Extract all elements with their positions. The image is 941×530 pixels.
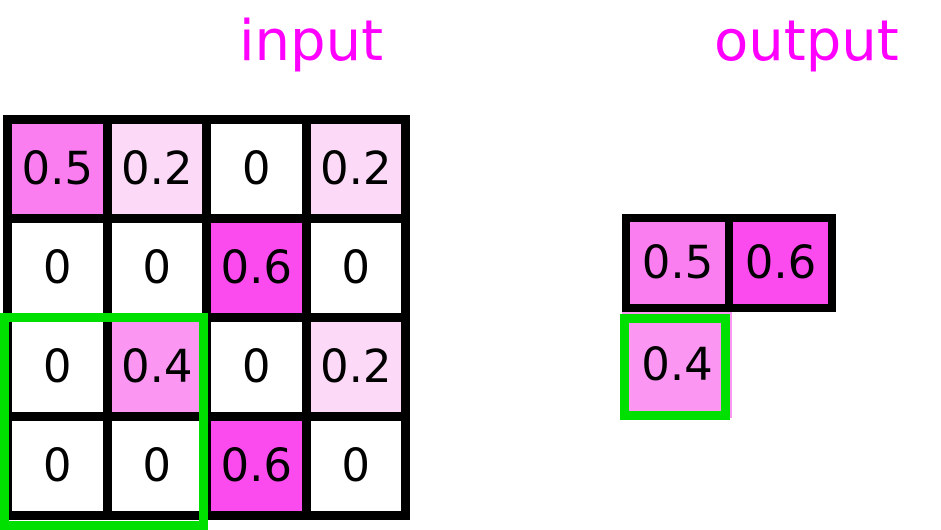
input-grid: 0.5 0.2 0 0.2 0 0 0.6 0 0 0.4 0 0.2 0 0 0.6 0 (3, 115, 410, 520)
output-row-top: 0.5 0.6 (622, 214, 836, 312)
grid-cell: 0.5 (630, 222, 725, 304)
grid-cell: 0.2 (111, 124, 202, 214)
cell-value: 0 (241, 339, 271, 393)
cell-value: 0.6 (220, 240, 293, 294)
cell-value: 0.5 (21, 141, 94, 195)
grid-cell: 0 (12, 322, 103, 412)
cell-value: 0 (341, 240, 371, 294)
grid-cell: 0.6 (211, 421, 302, 511)
cell-value: 0.6 (220, 438, 293, 492)
cell-value: 0.2 (120, 141, 193, 195)
grid-cell: 0.4 (111, 322, 202, 412)
grid-cell: 0.6 (733, 222, 828, 304)
grid-cell: 0.5 (12, 124, 103, 214)
cell-value: 0 (142, 240, 172, 294)
cell-value: 0.2 (319, 141, 392, 195)
grid-cell: 0 (111, 421, 202, 511)
cell-value: 0.4 (120, 339, 193, 393)
grid-cell: 0.6 (211, 223, 302, 313)
grid-cell: 0.4 (622, 312, 732, 418)
cell-value: 0.4 (641, 337, 713, 391)
output-title: output (714, 9, 899, 74)
cell-value: 0 (42, 240, 72, 294)
cell-value: 0.6 (744, 235, 817, 289)
cell-value: 0.5 (641, 235, 714, 289)
grid-cell: 0 (310, 421, 401, 511)
output-row-bottom: 0.4 (622, 312, 732, 418)
grid-cell: 0 (211, 322, 302, 412)
grid-cell: 0.2 (310, 322, 401, 412)
output-grid: 0.5 0.6 0.4 (618, 210, 838, 425)
cell-value: 0 (42, 438, 72, 492)
cell-value: 0.2 (319, 339, 392, 393)
grid-cell: 0.2 (310, 124, 401, 214)
grid-cell: 0 (211, 124, 302, 214)
input-title: input (239, 9, 384, 74)
grid-cell: 0 (12, 223, 103, 313)
cell-value: 0 (42, 339, 72, 393)
cell-value: 0 (341, 438, 371, 492)
grid-cell: 0 (111, 223, 202, 313)
cell-value: 0 (142, 438, 172, 492)
grid-cell: 0 (310, 223, 401, 313)
grid-cell: 0 (12, 421, 103, 511)
cell-value: 0 (241, 141, 271, 195)
